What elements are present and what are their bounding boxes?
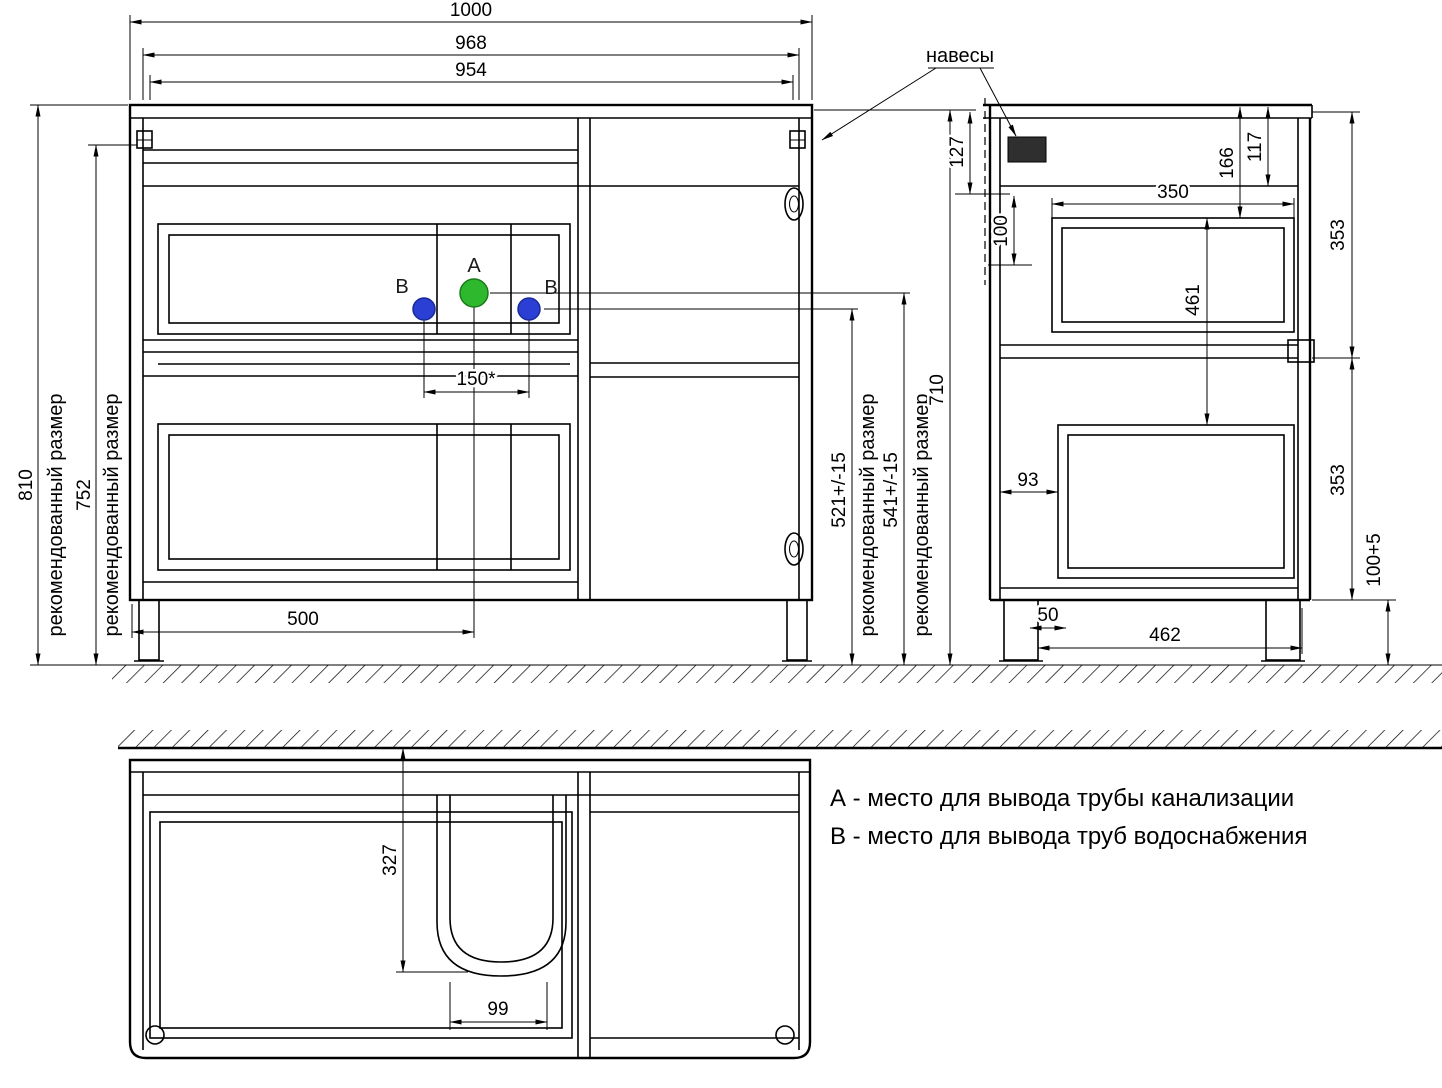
side-view: 127 100 166 117 350 461 353 353	[945, 98, 1396, 666]
dim-462: 462	[1149, 625, 1181, 646]
wall-hanger-left	[136, 130, 153, 149]
recommended-size-label-1: рекомендованный размер	[45, 394, 67, 637]
door-hinge-top	[784, 187, 804, 221]
side-wall-hanger	[1007, 136, 1047, 163]
dim-99: 99	[487, 999, 508, 1020]
point-b-label-right: В	[544, 277, 557, 299]
plan-dimensions: 327 99	[378, 747, 548, 1030]
dim-710: 710	[927, 374, 948, 406]
point-a-drain	[459, 278, 489, 308]
dim-leg-height: 100+5	[1364, 533, 1385, 586]
recommended-size-label-2: рекомендованный размер	[101, 394, 123, 637]
front-legs	[134, 599, 812, 662]
dim-150: 150*	[456, 369, 496, 390]
dim-327: 327	[380, 844, 401, 876]
legend-line-a: А - место для вывода трубы канализации	[830, 785, 1294, 812]
point-b-water-right	[517, 297, 541, 321]
dim-100: 100	[991, 215, 1012, 247]
dim-521: 521+/-15	[829, 452, 850, 528]
dim-954: 954	[455, 60, 487, 81]
legend: А - место для вывода трубы канализации В…	[830, 785, 1307, 850]
dim-353-lower: 353	[1328, 464, 1349, 496]
connection-points: А В В 150* 500	[131, 255, 910, 638]
side-cabinet-structure	[983, 98, 1315, 662]
drain-cutout	[436, 795, 567, 977]
door-hinge-bottom	[784, 532, 804, 566]
dim-1000: 1000	[450, 0, 492, 21]
plan-view: 327 99	[118, 730, 1442, 1060]
front-left-dimensions: 810 рекомендованный размер 752 рекомендо…	[14, 104, 137, 666]
dim-500: 500	[287, 609, 319, 630]
plan-fixing-hole-left	[145, 1025, 165, 1045]
plan-wall	[118, 730, 1442, 750]
plan-cabinet-structure	[128, 758, 812, 1060]
hangers-callout: навесы	[821, 43, 1017, 141]
point-b-label-left: В	[395, 276, 408, 298]
dim-752: 752	[74, 479, 95, 511]
dim-127: 127	[947, 136, 968, 168]
dim-350: 350	[1157, 182, 1189, 203]
recommended-size-label-3: рекомендованный размер	[857, 394, 879, 637]
dim-93: 93	[1017, 470, 1038, 491]
dim-50: 50	[1037, 605, 1058, 626]
front-width-dimensions: 1000 968 954	[129, 0, 813, 100]
dim-353-upper: 353	[1328, 219, 1349, 251]
front-cabinet-structure	[128, 103, 814, 662]
front-right-dimensions: 521+/-15 рекомендованный размер 541+/-15…	[814, 109, 976, 666]
side-dimensions: 127 100 166 117 350 461 353 353	[945, 106, 1396, 666]
recommended-size-label-4: рекомендованный размер	[911, 394, 933, 637]
front-view: 1000 968 954 810 рекомендованный размер …	[14, 0, 1017, 666]
hangers-label: навесы	[926, 45, 994, 67]
point-a-label: А	[467, 255, 481, 277]
point-b-water-left	[412, 297, 436, 321]
side-handle-detail	[1287, 339, 1315, 363]
wall-hanger-right	[789, 130, 806, 149]
legend-line-b: В - место для вывода труб водоснабжения	[830, 823, 1307, 850]
dim-461: 461	[1183, 284, 1204, 316]
dim-117: 117	[1245, 132, 1266, 162]
dim-810: 810	[16, 469, 37, 501]
ground-hatch	[30, 664, 1442, 683]
plan-fixing-hole-right	[775, 1025, 795, 1045]
dim-541: 541+/-15	[881, 452, 902, 528]
dim-968: 968	[455, 33, 487, 54]
dim-166: 166	[1217, 147, 1238, 179]
